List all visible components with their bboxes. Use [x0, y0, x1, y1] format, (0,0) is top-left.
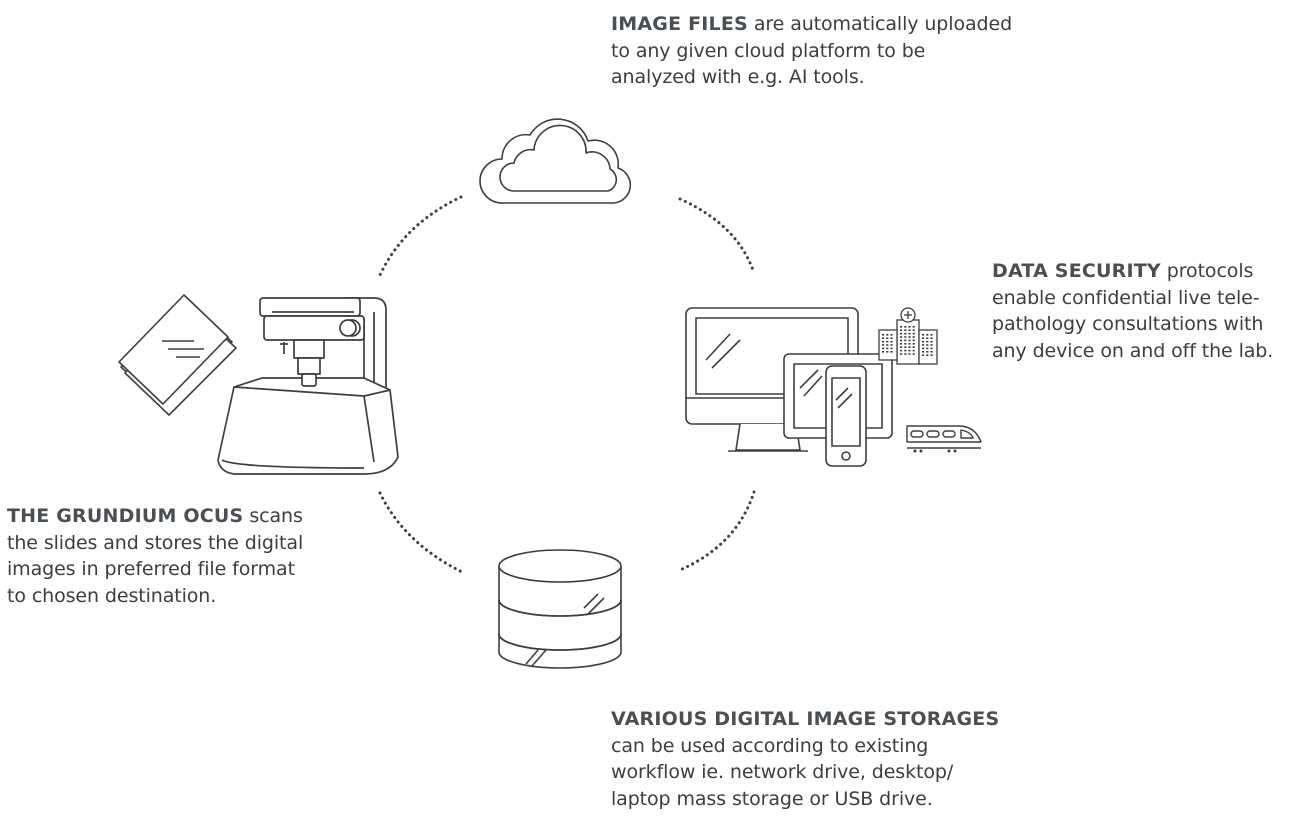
storage-caption: VARIOUS DIGITAL IMAGE STORAGES can be us… — [611, 706, 999, 812]
cloud-caption: IMAGE FILES are automatically uploaded t… — [611, 11, 1012, 91]
storage-caption-line2: can be used according to existing — [611, 734, 929, 757]
security-caption-line2: enable confidential live tele- — [992, 286, 1260, 309]
arc-bottom-right — [678, 490, 756, 572]
hospital-icon — [878, 307, 938, 365]
cloud-caption-lead: IMAGE FILES — [611, 13, 748, 35]
storage-caption-line4: laptop mass storage or USB drive. — [611, 787, 933, 810]
scanner-caption-line3: images in preferred file format — [7, 558, 295, 580]
cloud-icon — [479, 118, 632, 204]
cloud-caption-line3: analyzed with e.g. AI tools. — [611, 66, 865, 88]
scanner-caption-lead: THE GRUNDIUM OCUS — [7, 505, 244, 527]
security-caption-line4: any device on and off the lab. — [992, 339, 1274, 362]
microscope-scanner-icon — [217, 297, 399, 475]
scanner-caption: THE GRUNDIUM OCUS scans the slides and s… — [7, 503, 303, 609]
database-icon — [498, 549, 622, 669]
storage-caption-line3: workflow ie. network drive, desktop/ — [611, 761, 954, 783]
devices-icon — [685, 307, 893, 467]
arc-bottom-left — [378, 491, 464, 574]
train-icon — [906, 425, 982, 453]
security-caption: DATA SECURITY protocols enable confident… — [992, 258, 1273, 364]
security-caption-line3: pathology consultations with — [992, 313, 1264, 335]
arc-top-right — [678, 197, 756, 275]
scanner-caption-line1: scans — [243, 505, 303, 527]
storage-caption-lead: VARIOUS DIGITAL IMAGE STORAGES — [611, 708, 1000, 730]
cloud-caption-line1: are automatically uploaded — [747, 13, 1013, 35]
scanner-caption-line4: to chosen destination. — [7, 584, 217, 607]
security-caption-lead: DATA SECURITY — [992, 260, 1161, 282]
security-caption-line1: protocols — [1160, 260, 1254, 282]
arc-top-left — [378, 195, 463, 277]
glass-slides-icon — [118, 294, 237, 416]
cloud-caption-line2: to any given cloud platform to be — [611, 39, 926, 62]
scanner-caption-line2: the slides and stores the digital — [7, 531, 304, 554]
